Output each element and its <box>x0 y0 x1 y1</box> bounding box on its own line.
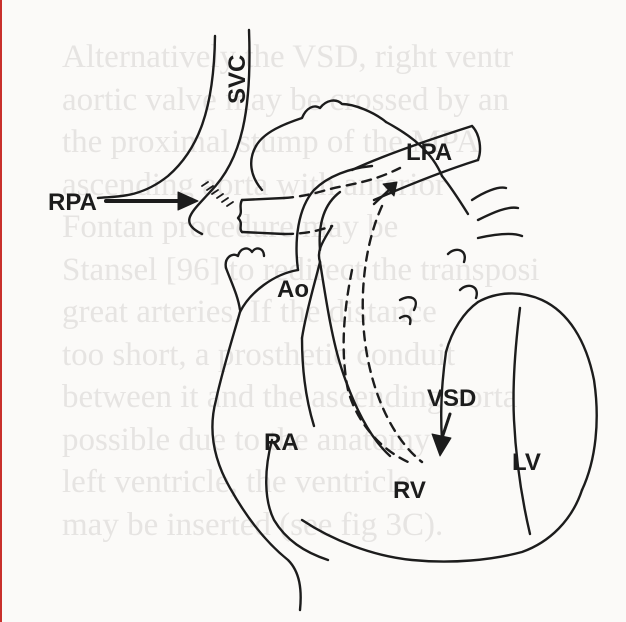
baffle-arrow <box>374 182 397 204</box>
rpa-stump <box>238 198 284 234</box>
ao-label: Ao <box>277 276 309 303</box>
svc-label: SVC <box>224 55 251 104</box>
lv-label: LV <box>512 449 541 476</box>
heart-outline <box>212 226 596 610</box>
vsd-label: VSD <box>427 385 476 412</box>
septum <box>302 262 390 456</box>
lpa-label: LPA <box>406 139 452 166</box>
rpa-label: RPA <box>48 189 97 216</box>
rpa-arrow <box>106 192 198 210</box>
rv-label: RV <box>393 477 426 504</box>
aorta <box>251 101 386 270</box>
baffle-path <box>284 168 422 462</box>
ra-label: RA <box>264 429 299 456</box>
pa-stump <box>226 249 264 310</box>
